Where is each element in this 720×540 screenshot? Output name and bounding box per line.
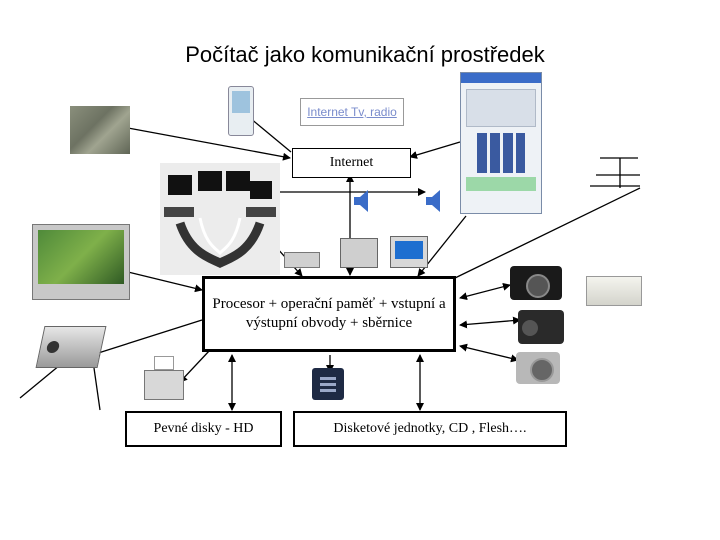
speaker-icon: [424, 188, 448, 214]
phone-pole-icon: [590, 155, 642, 189]
aerial-map-icon: [70, 106, 130, 154]
scanner-icon: [586, 276, 642, 306]
projector-icon: [35, 326, 107, 368]
photo-camera-icon: [510, 266, 562, 300]
pda-icon: [228, 86, 254, 136]
desk-phone-icon: [312, 368, 344, 400]
tv-screen-icon: [32, 224, 130, 300]
hdd-box: Pevné disky - HD: [125, 411, 282, 447]
drives-box: Disketové jednotky, CD , Flesh….: [293, 411, 567, 447]
network-computers-icon: [160, 163, 280, 275]
processor-box: Procesor + operační paměť + vstupní a vý…: [202, 276, 456, 352]
internet-tv-radio-box: Internet Tv, radio: [300, 98, 404, 126]
speaker-icon: [352, 188, 376, 214]
videophone-window-icon: [460, 72, 542, 214]
fax-icon: [144, 356, 184, 400]
page-title: Počítač jako komunikační prostředek: [185, 42, 545, 67]
monitor-icon: [390, 236, 428, 268]
digital-camera-icon: [516, 352, 560, 384]
modem-icon: [284, 252, 320, 268]
scanner-icon: [340, 238, 378, 268]
video-camera-icon: [518, 310, 564, 344]
internet-box: Internet: [292, 148, 411, 178]
